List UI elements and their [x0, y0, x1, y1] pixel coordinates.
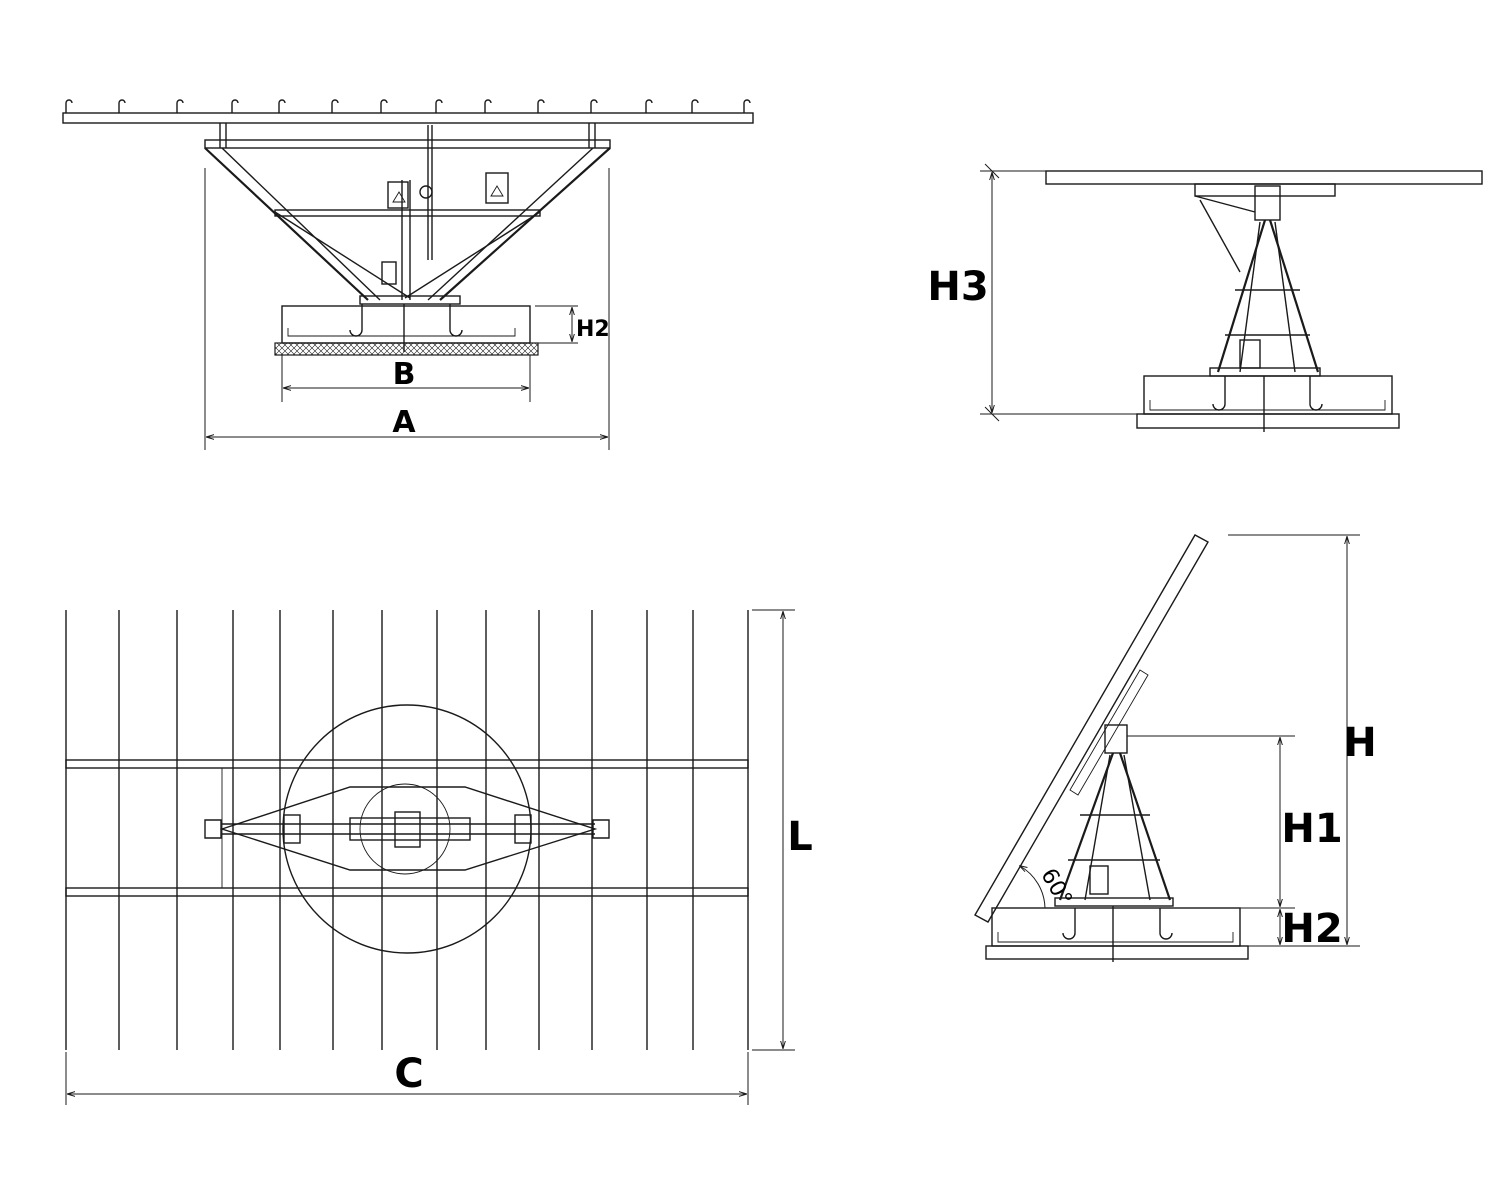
- truss-diamond: [219, 786, 598, 871]
- center-drive: [394, 811, 421, 848]
- mid-beam: [274, 209, 541, 217]
- panel-rail: [62, 112, 754, 124]
- tilted-view: [974, 534, 1360, 962]
- purlin-upper: [65, 759, 749, 769]
- front-view: [62, 99, 754, 450]
- label-front-h2: H2: [576, 317, 610, 342]
- label-h1: H1: [1281, 806, 1342, 852]
- footing-base: [274, 342, 539, 356]
- tilted-footing: [991, 907, 1241, 947]
- label-h: H: [1343, 720, 1376, 766]
- pivot: [419, 185, 433, 199]
- rail-hooks: [65, 99, 751, 113]
- right-strut: [439, 147, 611, 301]
- purlin-lower: [65, 887, 749, 897]
- label-c: C: [394, 1051, 423, 1097]
- left-strut: [204, 147, 369, 301]
- label-h3: H3: [927, 264, 988, 310]
- label-l: L: [787, 814, 813, 860]
- label-b: B: [393, 357, 416, 392]
- label-tilted-h2: H2: [1281, 906, 1342, 952]
- top-view: [65, 609, 795, 1105]
- rotation-circle: [282, 704, 532, 954]
- panel-rails-top: [65, 610, 749, 1050]
- motor: [381, 261, 397, 285]
- panel-side: [1045, 170, 1483, 185]
- tilted-panel: [974, 534, 1209, 923]
- top-beam: [204, 139, 611, 149]
- label-a: A: [392, 405, 416, 440]
- tilted-pivot: [1104, 724, 1128, 754]
- pivot-head: [1254, 185, 1281, 221]
- footing: [281, 305, 531, 344]
- side-footing: [1143, 375, 1393, 415]
- side-view: [980, 163, 1483, 432]
